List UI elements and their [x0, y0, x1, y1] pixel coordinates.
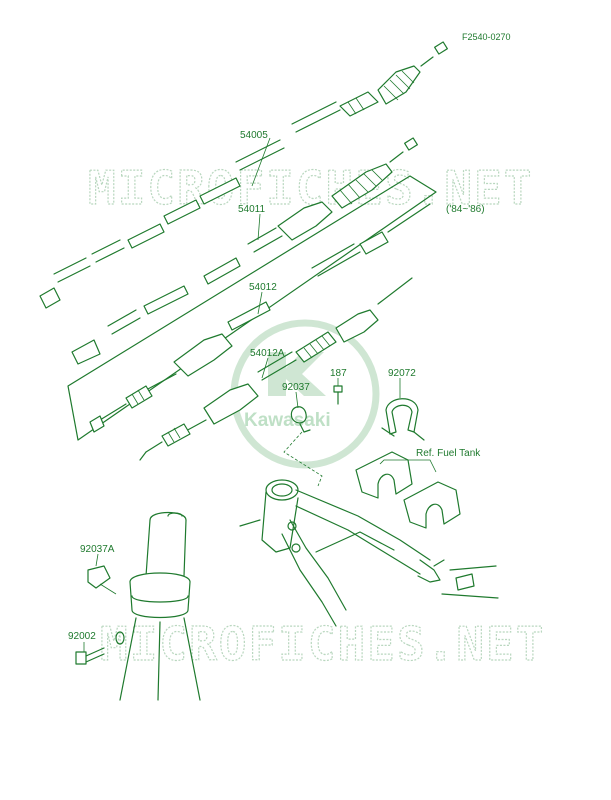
label-ref-fuel-tank: Ref. Fuel Tank — [416, 448, 481, 459]
figure-code: F2540-0270 — [462, 32, 511, 42]
label-54012: 54012 — [249, 282, 277, 293]
leader-92037A — [95, 553, 99, 567]
bolt-92002 — [75, 631, 125, 665]
label-92072: 92072 — [388, 368, 416, 379]
guide-line — [283, 431, 323, 487]
frame-head — [239, 479, 499, 627]
leader-92037 — [295, 391, 299, 409]
year-range-label: ('84~'86) — [446, 204, 485, 215]
leader-fuel-tank — [379, 459, 437, 473]
watermark-bottom: MICROFICHES.NET — [100, 617, 545, 671]
screw-187 — [333, 385, 343, 405]
label-92037: 92037 — [282, 382, 310, 393]
label-92037A: 92037A — [80, 544, 115, 555]
label-54005: 54005 — [240, 130, 268, 141]
band-92072 — [381, 398, 425, 441]
group-bracket — [67, 175, 437, 441]
leader-54011 — [257, 213, 261, 241]
fork-assembly — [119, 511, 201, 701]
logo-text: Kawasaki — [244, 410, 331, 431]
leader-54012A — [261, 357, 269, 379]
leader-54005 — [251, 137, 271, 187]
clamp-92037A — [87, 565, 117, 595]
label-92002: 92002 — [68, 631, 96, 642]
cable-54012 — [89, 203, 431, 433]
label-54012A: 54012A — [250, 348, 285, 359]
cable-54012A — [139, 277, 413, 461]
label-187: 187 — [330, 368, 347, 379]
leader-54012 — [257, 291, 263, 315]
clamp-92037 — [290, 406, 311, 433]
cable-54005 — [39, 41, 448, 309]
label-54011: 54011 — [238, 204, 266, 215]
cable-54011 — [71, 137, 418, 365]
fuel-tank-cushions — [355, 451, 461, 529]
